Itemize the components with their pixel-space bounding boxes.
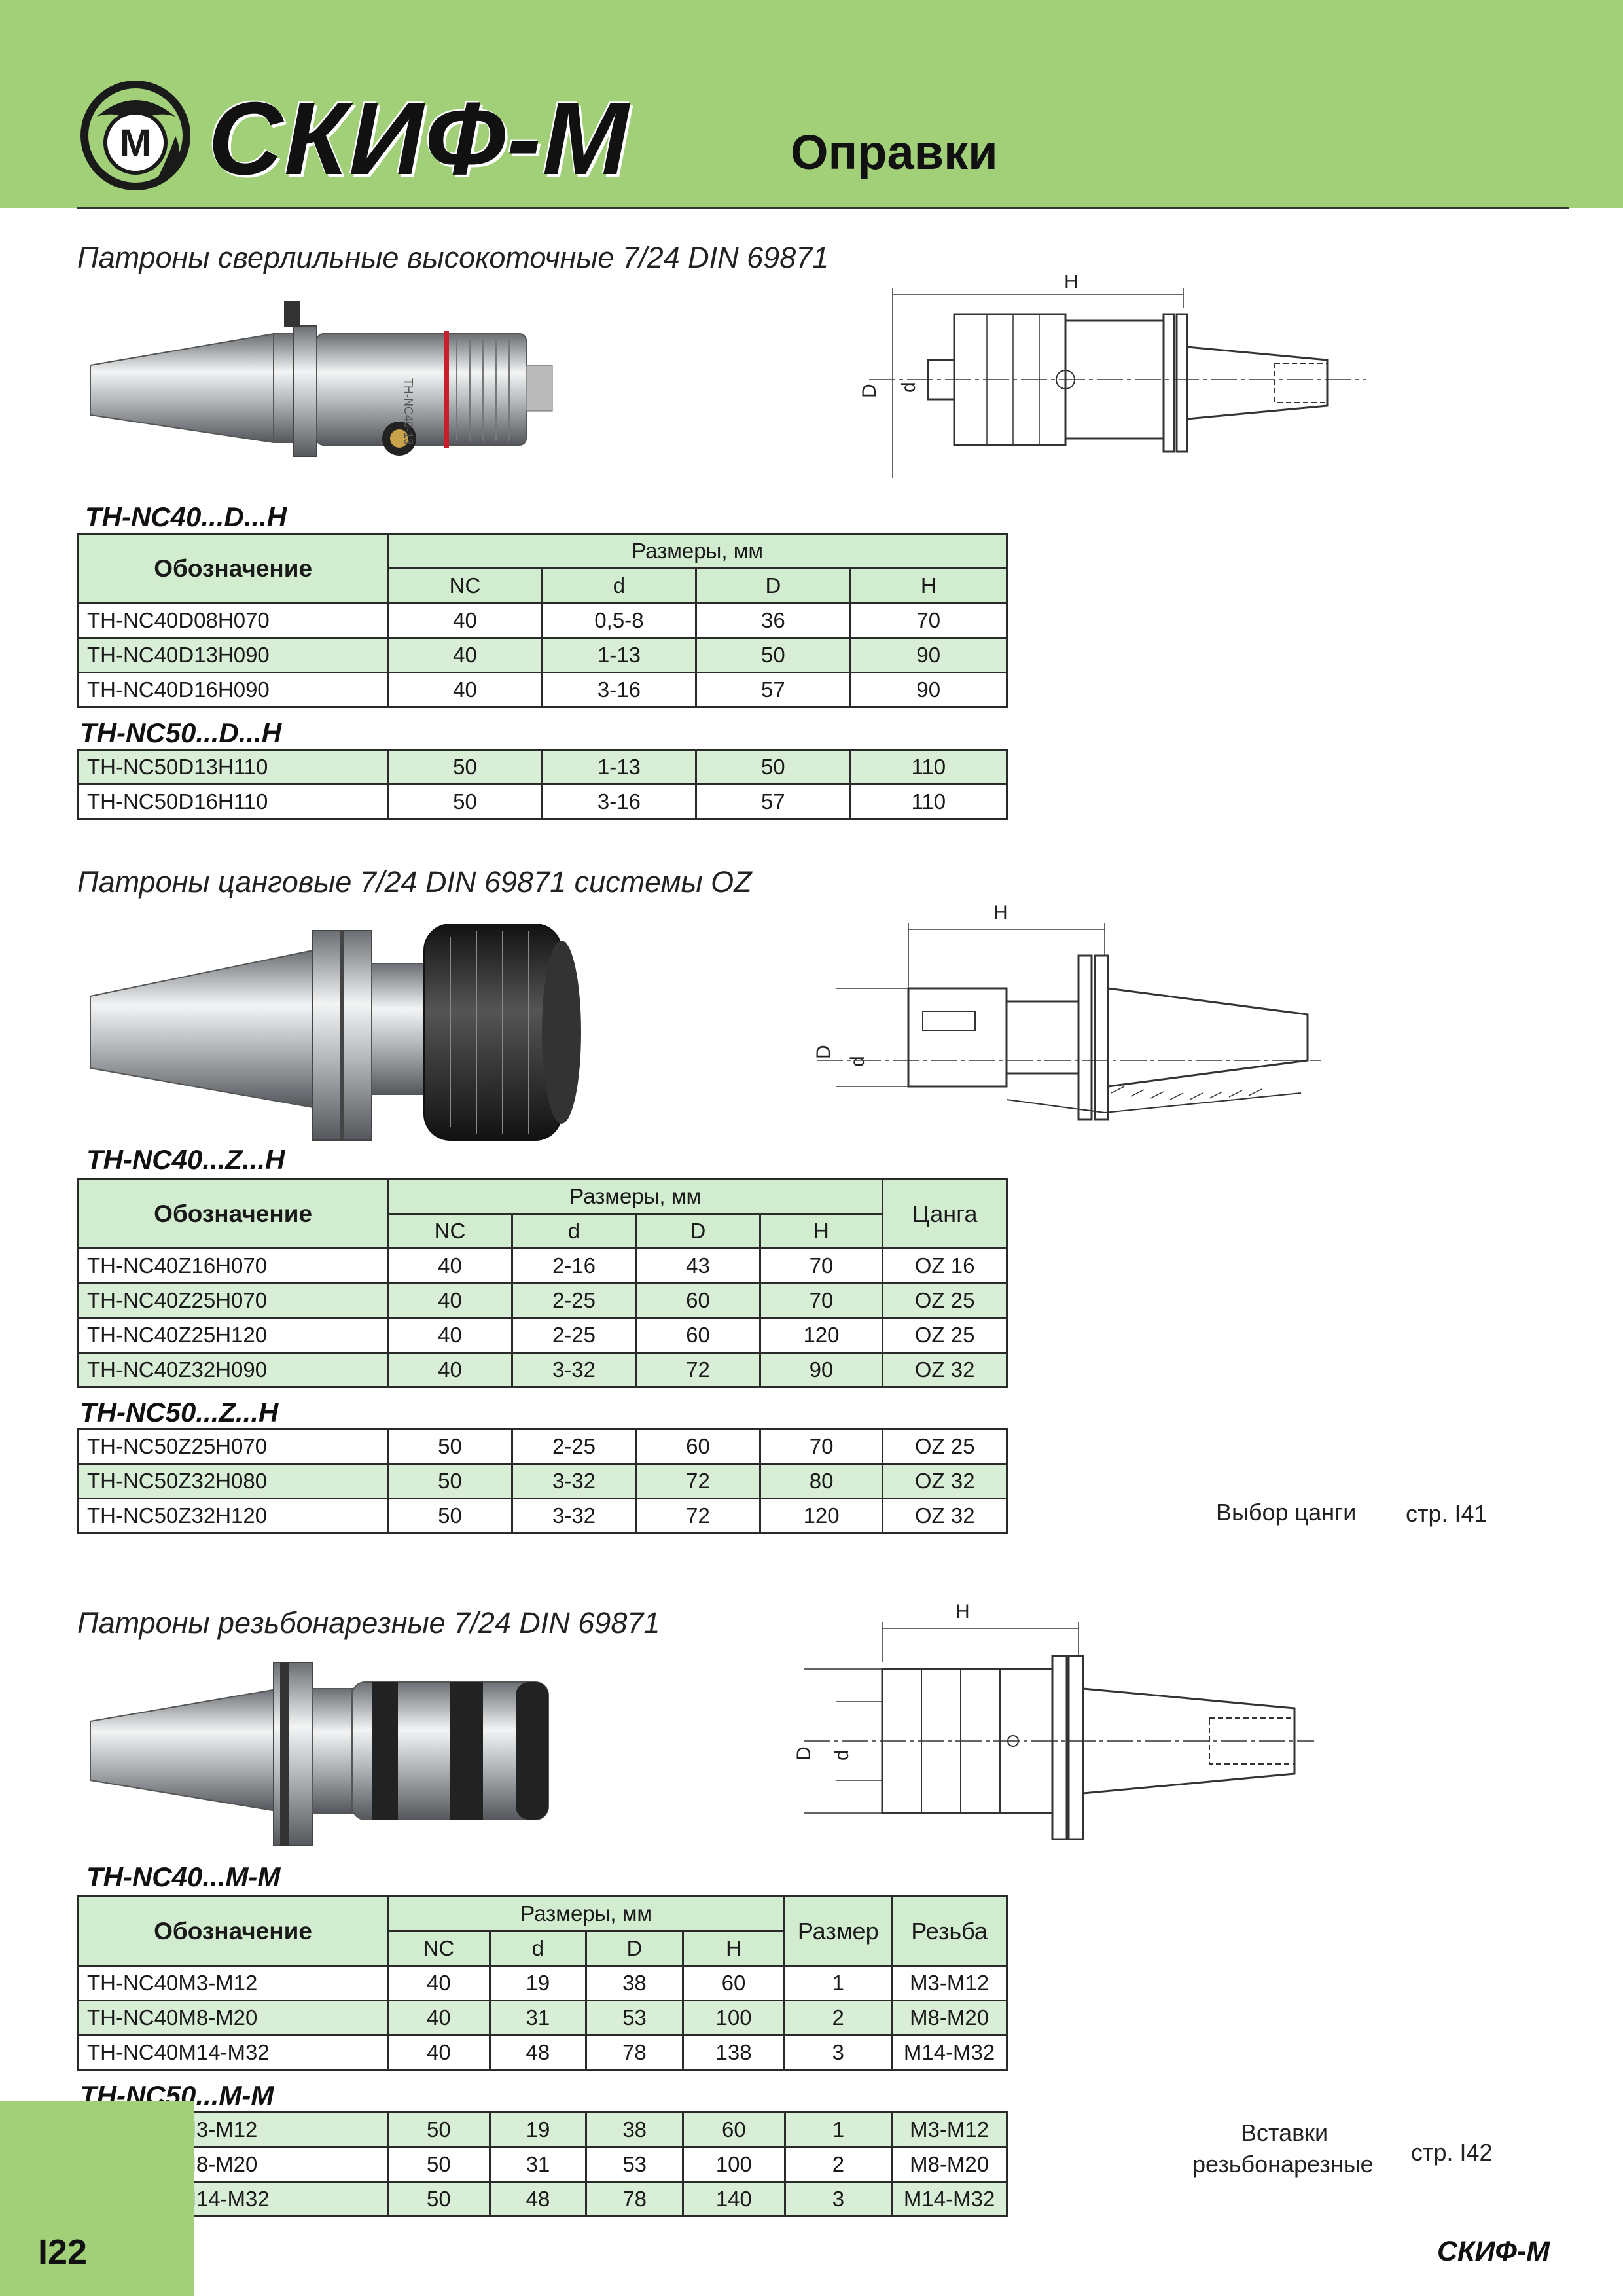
collet-selection-note: Выбор цанги: [1216, 1499, 1357, 1526]
col-sizes: Размеры, мм: [387, 533, 1008, 569]
tapping-chuck-nc50-table: TH-NC50M3-M12501938601M3-M12 TH-NC50M8-M…: [77, 2111, 1008, 2217]
col-size: Размер: [783, 1895, 893, 1967]
svg-text:H: H: [993, 902, 1008, 924]
table-caption: TH-NC50...D...H: [80, 717, 282, 748]
svg-text:D: D: [793, 1746, 815, 1761]
page-number-tab: [0, 2101, 194, 2296]
footer-brand: СКИФ-М: [1437, 2236, 1550, 2267]
drill-chuck-drawing: D d H: [859, 275, 1366, 478]
collet-selection-page-ref: стр. I41: [1406, 1500, 1488, 1527]
tapping-chuck-photo: [90, 1662, 549, 1846]
col-thread: Резьба: [891, 1895, 1008, 1967]
section-title-tapping-chucks: Патроны резьбонарезные 7/24 DIN 69871: [77, 1606, 660, 1640]
table-row: TH-NC50M3-M12501938601M3-M12: [77, 2111, 1008, 2148]
table-row: TH-NC50M8-M205031531002M8-M20: [77, 2146, 1008, 2183]
page-number: I22: [38, 2233, 88, 2272]
table-caption: TH-NC40...Z...H: [86, 1144, 285, 1175]
col-designation: Обозначение: [77, 1895, 389, 1967]
tapping-inserts-note-line2: резьбонарезные: [1192, 2151, 1374, 2178]
tapping-chuck-nc40-table: Обозначение Размеры, мм Размер Резьба NC…: [77, 1895, 1008, 2071]
page-title: Оправки: [791, 125, 998, 179]
page-header: [0, 0, 1623, 208]
tapping-inserts-page-ref: стр. I42: [1411, 2139, 1493, 2166]
col-sizes: Размеры, мм: [387, 1178, 884, 1215]
col-designation: Обозначение: [77, 1178, 389, 1249]
svg-text:d: d: [831, 1749, 853, 1761]
emblem-letter: М: [120, 122, 151, 164]
svg-text:d: d: [898, 382, 919, 393]
col-collet: Цанга: [882, 1178, 1008, 1249]
svg-text:H: H: [1064, 275, 1079, 293]
section-title-drill-chucks: Патроны сверлильные высокоточные 7/24 DI…: [77, 241, 829, 274]
table-caption: TH-NC50...Z...H: [80, 1397, 279, 1427]
section-title-collet-chucks: Патроны цанговые 7/24 DIN 69871 системы …: [77, 865, 752, 899]
brand-logo-text: СКИФ-М: [208, 81, 630, 196]
collet-chuck-drawing: D d H: [813, 902, 1321, 1121]
col-sizes: Размеры, мм: [387, 1895, 786, 1932]
tapping-inserts-note-line1: Вставки: [1241, 2119, 1329, 2146]
table-caption: TH-NC40...D...H: [85, 501, 287, 532]
collet-chuck-photo: [90, 924, 581, 1141]
svg-text:D: D: [859, 384, 880, 398]
chuck-marking: ТН-NC40-13: [402, 378, 415, 445]
table-caption: TH-NC40...M-M: [86, 1861, 281, 1892]
table-row: TH-NC50M14-M325048781403M14-M32: [77, 2181, 1008, 2217]
svg-text:D: D: [813, 1045, 834, 1059]
col-designation: Обозначение: [77, 533, 389, 604]
header-divider: [77, 207, 1569, 209]
svg-text:d: d: [847, 1056, 868, 1067]
tapping-chuck-drawing: D d H: [793, 1601, 1314, 1840]
brand-logo-emblem: М: [80, 81, 190, 190]
drill-chuck-photo: ТН-NC40-13: [90, 301, 553, 457]
svg-text:H: H: [955, 1601, 970, 1623]
